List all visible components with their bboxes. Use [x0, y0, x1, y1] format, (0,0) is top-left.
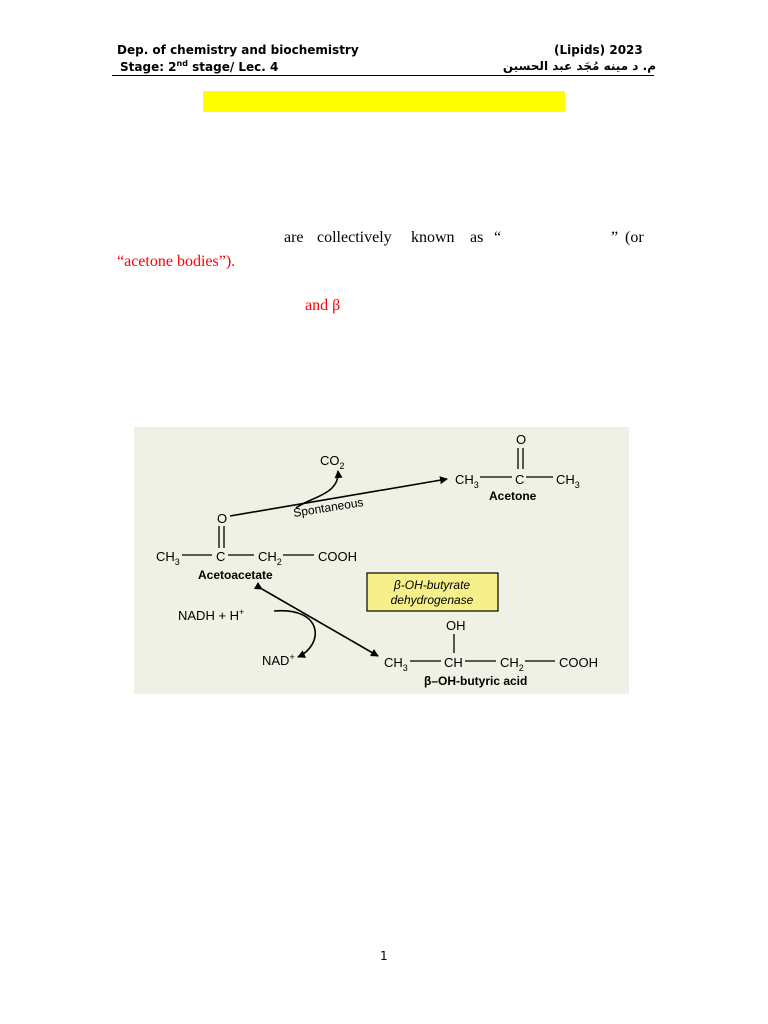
enzyme-name-line2: dehydrogenase [391, 593, 474, 607]
body-word-known: known [411, 229, 455, 246]
header-author: م. د مينه مُجَد عبد الحسين [502, 59, 656, 73]
body-acetone-bodies: “acetone bodies”). [117, 253, 236, 270]
nad-label: NAD+ [262, 652, 295, 668]
header-stage-prefix: Stage: 2 [120, 60, 177, 74]
header-stage-suffix: stage/ Lec. 4 [187, 60, 279, 74]
nadh-label: NADH + H+ [178, 607, 244, 623]
acetoacetate-carbon: C [216, 549, 225, 564]
bhb-cooh: COOH [559, 655, 598, 670]
body-open-quote: “ [494, 229, 502, 246]
co2-label: CO2 [320, 453, 345, 471]
header-rule [112, 75, 654, 76]
body-and-beta: and β [305, 297, 341, 314]
co2-release-arrow [295, 470, 343, 509]
ketone-bodies-figure: CO2 Spontaneous O CH3 C CH3 Acetone O CH… [134, 427, 629, 694]
acetone-ch3-right: CH3 [556, 472, 580, 490]
header-stage-sup: nd [176, 59, 188, 68]
title-highlight-bar [203, 91, 565, 112]
acetone-ch3-left: CH3 [455, 472, 479, 490]
header-department: Dep. of chemistry and biochemistry [117, 43, 359, 57]
reversible-reduction-arrow [253, 582, 379, 657]
bhb-ch3: CH3 [384, 655, 408, 673]
acetoacetate-name: Acetoacetate [198, 568, 273, 582]
enzyme-name-line1: β-OH-butyrate [393, 578, 471, 592]
acetoacetate-cooh: COOH [318, 549, 357, 564]
enzyme-box [366, 572, 499, 612]
page-number: 1 [380, 949, 388, 963]
body-word-collectively: collectively [317, 229, 392, 246]
bhb-name: β–OH-butyric acid [424, 674, 527, 688]
bhb-ch: CH [444, 655, 463, 670]
body-word-or: (or [625, 229, 644, 246]
header-topic: (Lipids) 2023 [554, 43, 643, 57]
acetoacetate-ch2: CH2 [258, 549, 282, 567]
body-word-are: are [284, 229, 304, 246]
acetone-name: Acetone [489, 489, 537, 503]
ketone-bodies-diagram: CO2 Spontaneous O CH3 C CH3 Acetone O CH… [156, 432, 598, 688]
nadh-to-nad-arrow [273, 610, 316, 658]
body-word-as: as [470, 229, 484, 246]
bhb-ch2: CH2 [500, 655, 524, 673]
header-stage: Stage: 2nd stage/ Lec. 4 [120, 59, 278, 74]
acetoacetate-ch3: CH3 [156, 549, 180, 567]
bhb-oh: OH [446, 618, 466, 633]
acetone-oxygen: O [516, 432, 526, 447]
spontaneous-arrow [229, 476, 448, 517]
body-close-quote: ” [611, 229, 619, 246]
acetone-carbon: C [515, 472, 524, 487]
acetoacetate-oxygen: O [217, 511, 227, 526]
